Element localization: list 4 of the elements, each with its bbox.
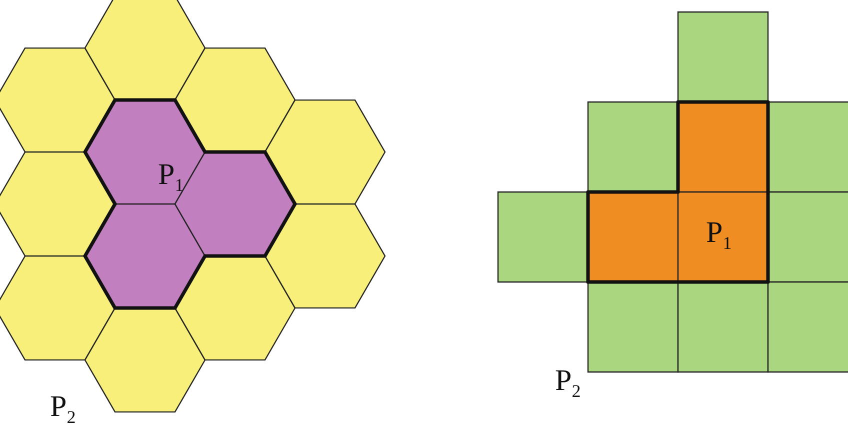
region-label: P$_{2}$ [50, 392, 76, 426]
region-label: P$_{1}$ [158, 160, 184, 194]
region-label: P$_{1}$ [706, 218, 732, 252]
region-label: P$_{2}$ [555, 366, 581, 400]
